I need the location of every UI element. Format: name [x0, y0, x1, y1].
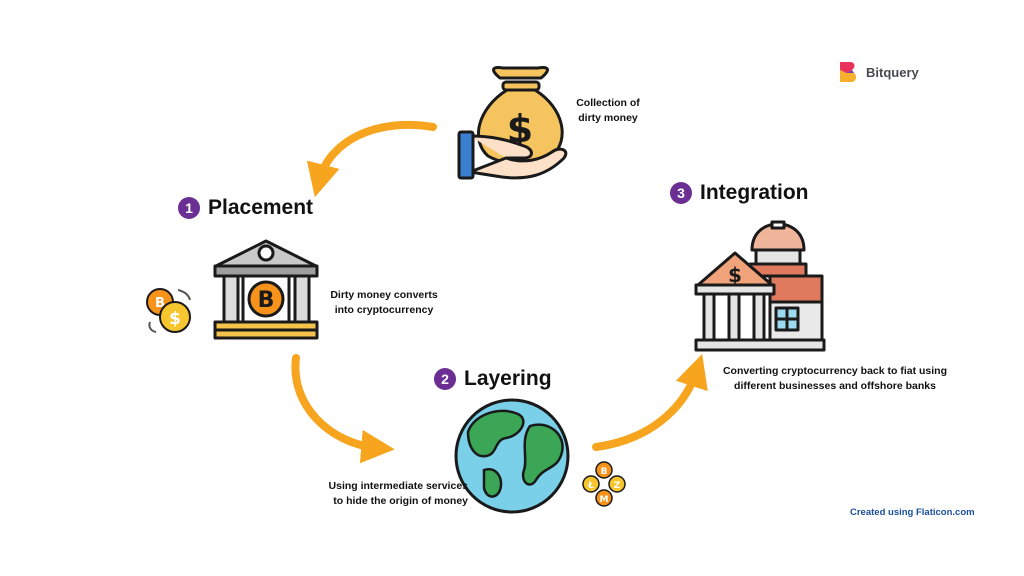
- layering-number-badge: 2: [434, 368, 456, 390]
- coin-exchange-icon: B $: [146, 288, 191, 333]
- integration-heading: 3 Integration: [670, 181, 809, 205]
- integration-title: Integration: [700, 181, 809, 204]
- bitquery-logo-text: Bitquery: [866, 64, 919, 80]
- placement-label-line2: into cryptocurrency: [334, 304, 434, 316]
- svg-text:B: B: [601, 467, 608, 477]
- collection-label-line1: Collection of: [576, 97, 640, 109]
- svg-text:Z: Z: [614, 481, 621, 491]
- bank-with-bitcoin-icon: B: [213, 239, 319, 340]
- bank-buildings-icon: $: [694, 220, 826, 352]
- integration-label-line1: Converting cryptocurrency back to fiat u…: [722, 365, 948, 377]
- placement-label-line1: Dirty money converts: [330, 289, 438, 301]
- integration-label-line2: different businesses and offshore banks: [734, 380, 936, 392]
- integration-number-badge: 3: [670, 182, 692, 204]
- layering-title: Layering: [464, 367, 552, 390]
- collection-label: Collection of dirty money: [558, 96, 658, 126]
- arrow-layering-to-integration: [592, 354, 708, 451]
- arrow-placement-to-layering: [291, 354, 395, 464]
- placement-number-badge: 1: [178, 197, 200, 219]
- flaticon-credit: Created using Flaticon.com: [850, 507, 975, 518]
- svg-text:M: M: [600, 495, 609, 505]
- svg-text:B: B: [258, 288, 275, 313]
- collection-label-line2: dirty money: [578, 112, 638, 124]
- money-bag-on-hand-icon: $: [457, 66, 568, 180]
- globe-icon: [454, 398, 570, 514]
- crypto-coins-cycle-icon: B Ł Z M: [582, 461, 626, 507]
- placement-label: Dirty money converts into cryptocurrency: [316, 288, 452, 318]
- integration-label: Converting cryptocurrency back to fiat u…: [700, 364, 970, 394]
- placement-title: Placement: [208, 196, 314, 219]
- svg-text:$: $: [169, 309, 181, 329]
- arrow-collection-to-placement: [306, 120, 437, 198]
- bitquery-logo: Bitquery: [838, 60, 919, 84]
- layering-label: Using intermediate services to hide the …: [288, 479, 468, 509]
- svg-text:Ł: Ł: [587, 481, 594, 491]
- placement-heading: 1 Placement: [178, 196, 313, 220]
- svg-text:B: B: [155, 296, 165, 311]
- layering-label-line2: to hide the origin of money: [333, 495, 468, 507]
- layering-label-line1: Using intermediate services: [328, 480, 468, 492]
- layering-heading: 2 Layering: [434, 367, 552, 391]
- svg-text:$: $: [728, 263, 742, 287]
- bitquery-logo-mark-icon: [840, 62, 857, 82]
